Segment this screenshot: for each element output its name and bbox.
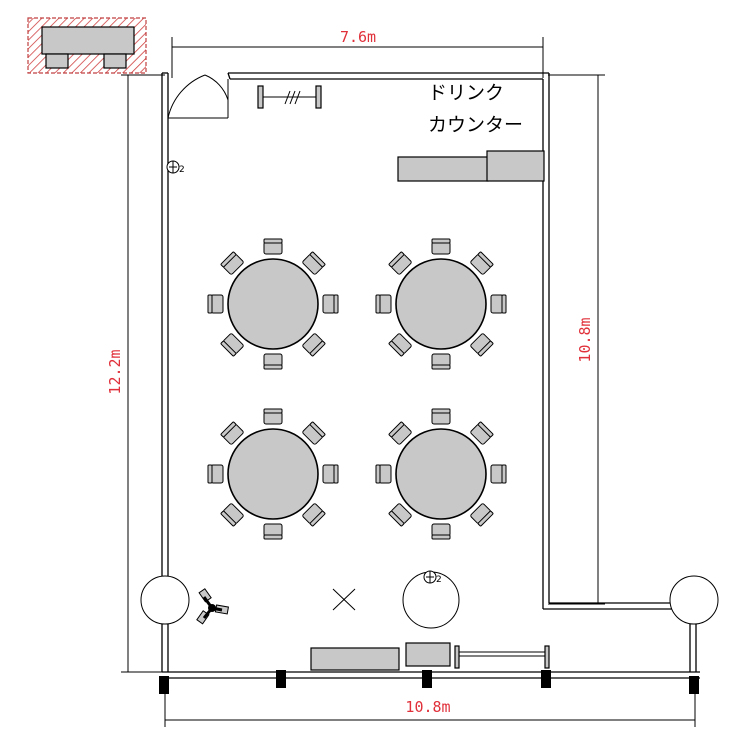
dimension-left-label: 12.2m [106, 349, 124, 394]
drink-counter-label-line2: カウンター [428, 114, 523, 136]
dimension-top: 7.6m [171, 28, 544, 78]
chair [490, 294, 507, 314]
dimension-left: 12.2m [106, 74, 165, 673]
drink-counter [397, 150, 545, 182]
outdoor-bench [27, 17, 147, 74]
outlet-icon: 2 [166, 160, 185, 175]
chair [220, 251, 245, 276]
chair [263, 523, 283, 540]
round-table [207, 408, 339, 540]
chair [469, 421, 494, 446]
chair [431, 408, 451, 425]
round-table [207, 238, 339, 370]
chair [431, 238, 451, 255]
dimension-bottom: 10.8m [164, 690, 696, 727]
chair [220, 421, 245, 446]
table-top [227, 428, 319, 520]
chair [431, 523, 451, 540]
round-pillar-right [669, 575, 719, 625]
hanger-rack [257, 85, 322, 109]
chair [207, 464, 224, 484]
drink-counter-label-line1: ドリンク [428, 82, 504, 104]
chair [322, 464, 339, 484]
table-top [227, 258, 319, 350]
table-top [395, 428, 487, 520]
chair [388, 332, 413, 357]
center-x-mark [332, 588, 356, 611]
chair [490, 464, 507, 484]
round-table [375, 408, 507, 540]
chair [469, 251, 494, 276]
dimension-right: 10.8m [548, 74, 605, 605]
chair [375, 464, 392, 484]
door [167, 74, 229, 119]
drink-counter-label: ドリンク カウンター [428, 82, 523, 136]
outlet-count: 2 [179, 165, 185, 175]
chair [263, 238, 283, 255]
speaker-stand-icon [196, 588, 230, 625]
chair [263, 353, 283, 370]
chair [388, 502, 413, 527]
chair [388, 421, 413, 446]
round-pillar-left [140, 575, 190, 625]
chair [469, 332, 494, 357]
bottom-counter [310, 642, 550, 671]
dimension-bottom-label: 10.8m [405, 698, 450, 716]
chair [301, 421, 326, 446]
chair [301, 332, 326, 357]
dimension-top-label: 7.6m [340, 28, 376, 46]
chair [322, 294, 339, 314]
chair [220, 502, 245, 527]
dimension-right-label: 10.8m [576, 317, 594, 362]
table-top [395, 258, 487, 350]
chair [301, 251, 326, 276]
chair [263, 408, 283, 425]
chair [388, 251, 413, 276]
chair [375, 294, 392, 314]
outlet-icon: 2 [423, 570, 442, 585]
round-tables [207, 238, 507, 540]
wall-columns [159, 670, 699, 694]
chair [469, 502, 494, 527]
chair [207, 294, 224, 314]
outlet-count: 2 [436, 575, 442, 585]
chair [220, 332, 245, 357]
chair [301, 502, 326, 527]
round-table [375, 238, 507, 370]
chair [431, 353, 451, 370]
